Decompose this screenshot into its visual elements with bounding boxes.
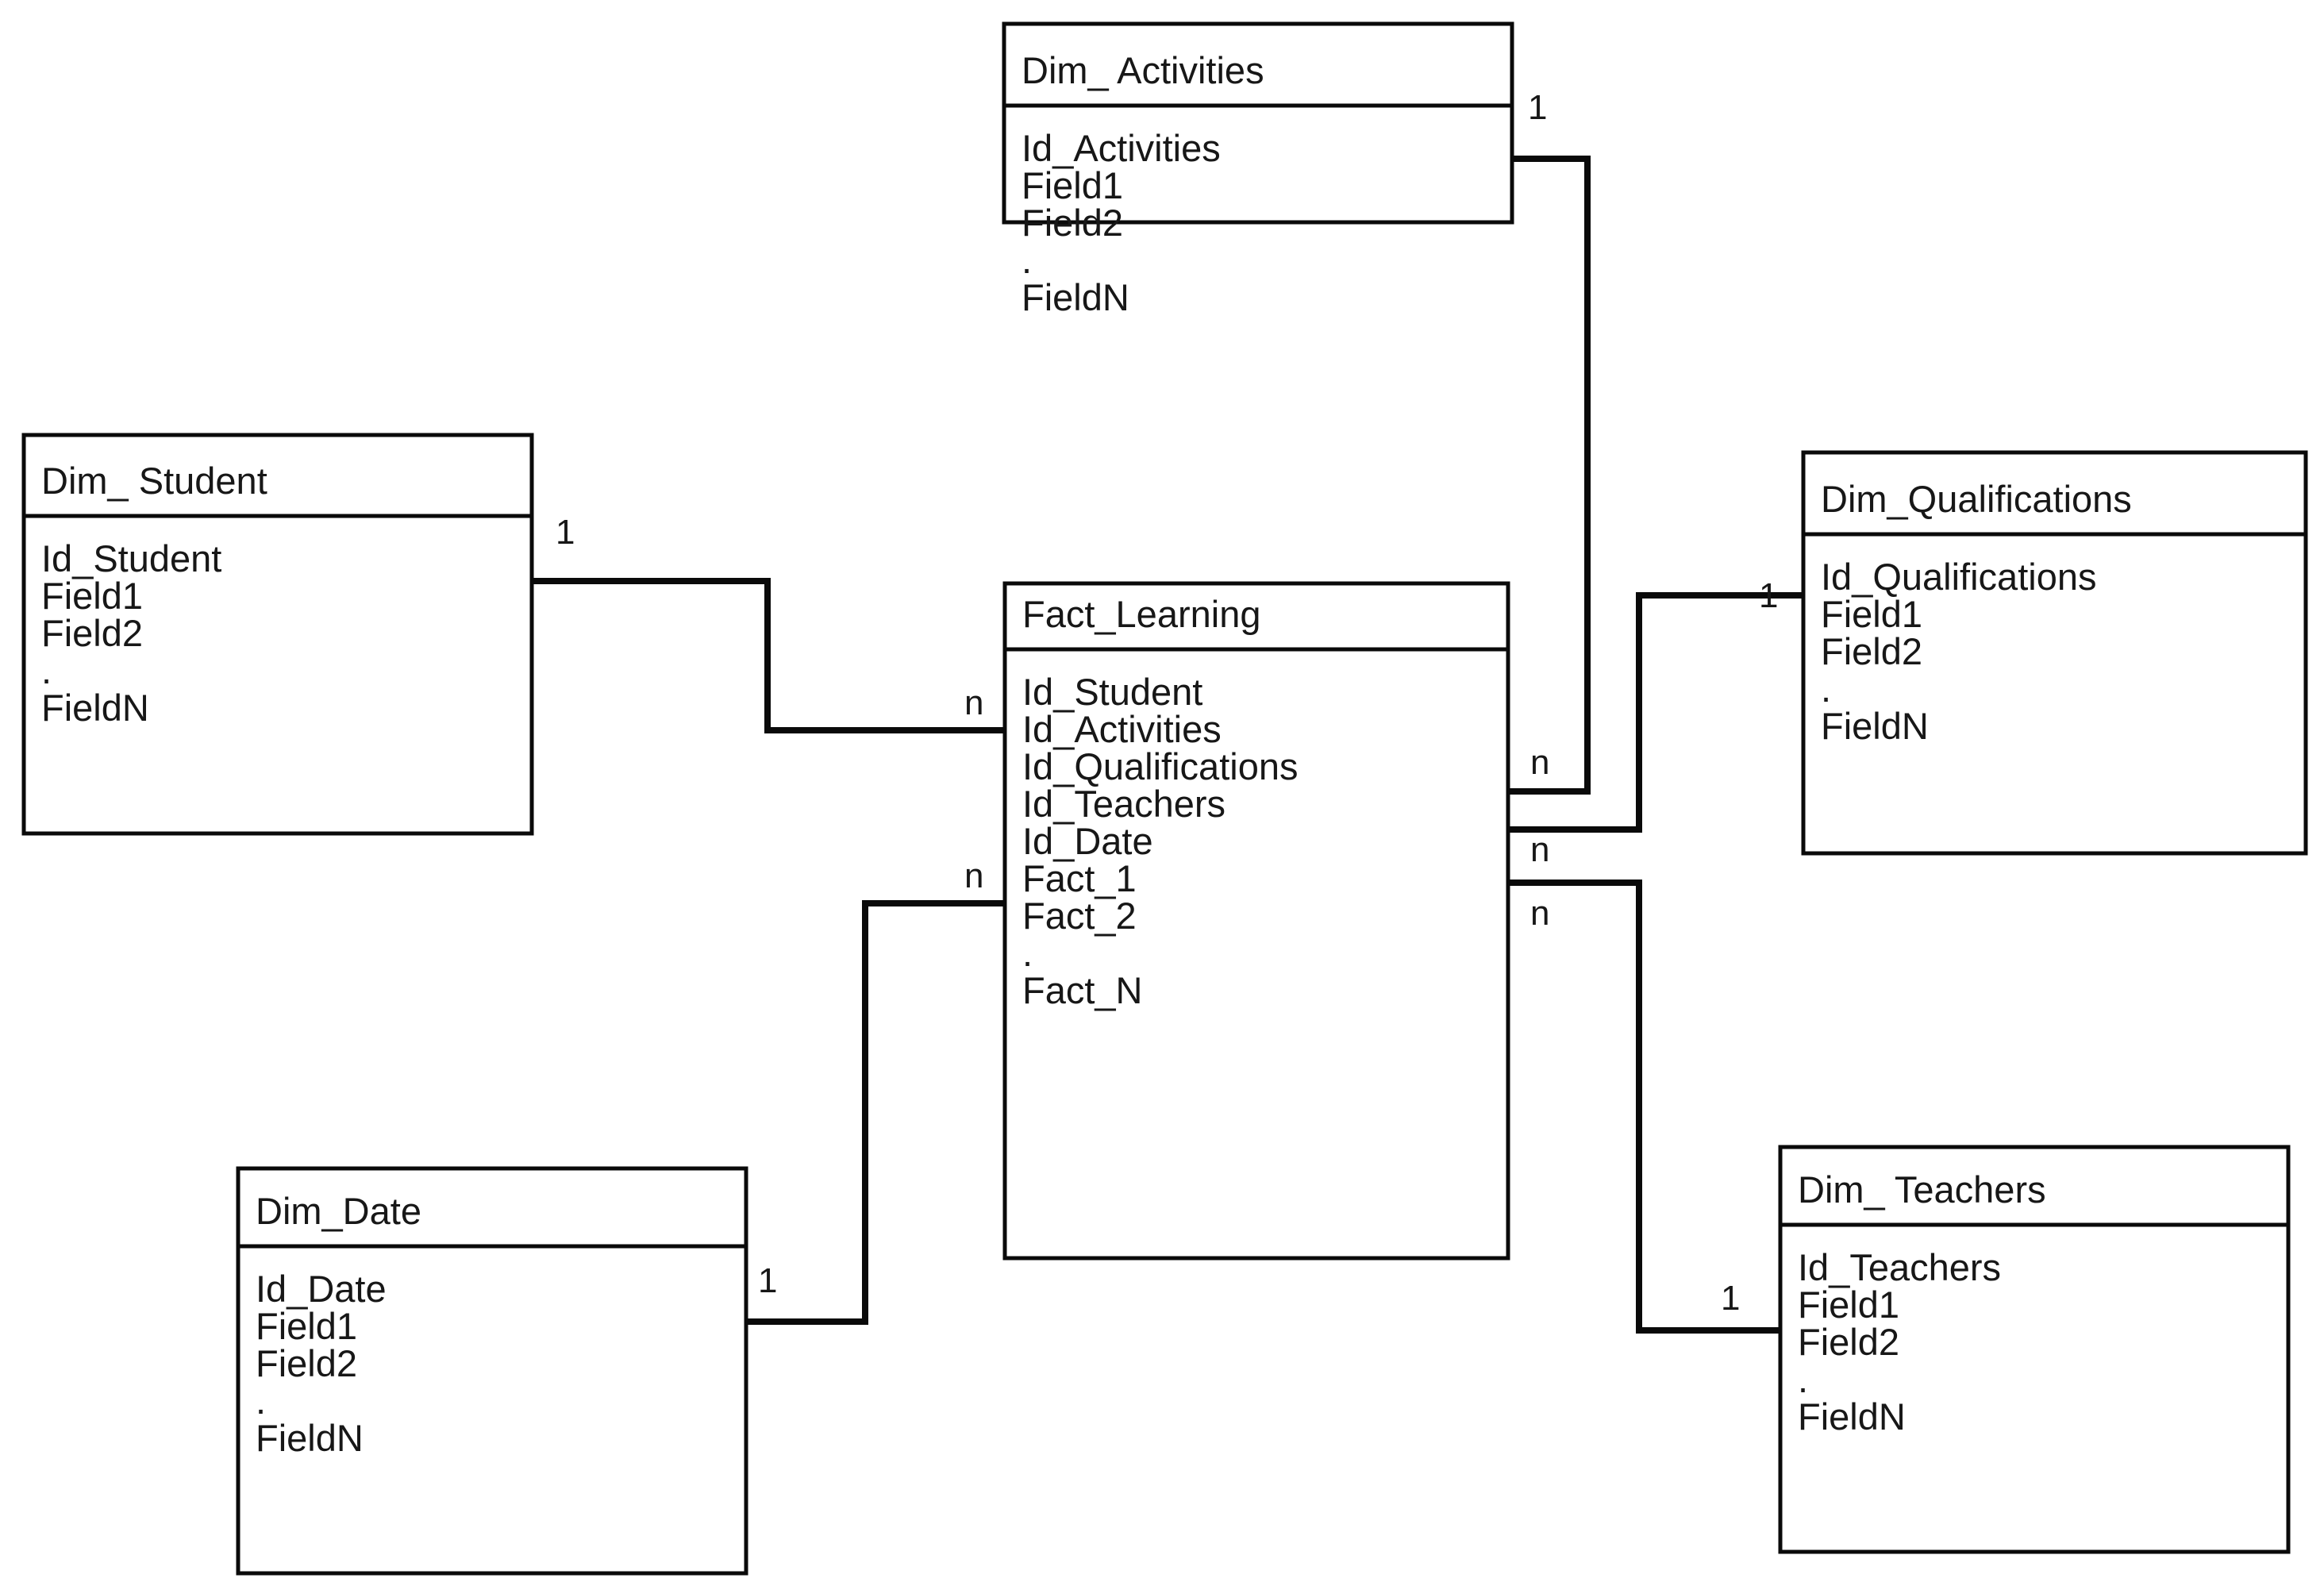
entity-field-fact_learning-2: Id_Qualifications (1022, 745, 1298, 787)
entity-title-dim_activities: Dim_ Activities (1022, 49, 1264, 91)
entity-field-fact_learning-0: Id_Student (1022, 671, 1202, 713)
entity-field-dim_student-1: Field1 (41, 575, 143, 617)
entity-title-dim_date: Dim_Date (256, 1190, 421, 1232)
relationship-connector-dim_student-to-fact_learning (532, 578, 1005, 733)
entity-field-dim_teachers-1: Field1 (1798, 1284, 1899, 1326)
entity-field-dim_date-1: Field1 (256, 1305, 357, 1347)
entity-field-dim_activities-1: Field1 (1022, 164, 1123, 206)
cardinality-label-rel-student-fact-from: 1 (556, 513, 575, 552)
relationship-connector-dim_qualifications-to-fact_learning (1508, 592, 1803, 833)
cardinality-label-rel-activities-fact-from: 1 (1528, 88, 1547, 127)
entity-field-fact_learning-3: Id_Teachers (1022, 783, 1225, 825)
cardinality-layer: 1 n 1 n 1 n 1 n 1 n (556, 88, 1778, 1318)
entity-field-dim_qualifications-3: . (1821, 668, 1831, 710)
entity-field-dim_teachers-4: FieldN (1798, 1395, 1906, 1438)
entity-field-dim_activities-0: Id_Activities (1022, 127, 1221, 169)
entity-box-outline-dim_qualifications (1801, 450, 2308, 856)
entity-field-dim_teachers-2: Field2 (1798, 1321, 1899, 1363)
entity-fact_learning[interactable]: Fact_LearningId_StudentId_ActivitiesId_Q… (1002, 581, 1510, 1261)
entity-title-dim_student: Dim_ Student (41, 460, 267, 502)
cardinality-label-rel-qualifications-fact-to: n (1530, 830, 1549, 869)
entity-field-dim_date-4: FieldN (256, 1417, 364, 1459)
entity-box-outline-dim_student (21, 433, 534, 836)
entity-dim_student[interactable]: Dim_ StudentId_StudentField1Field2.Field… (21, 433, 534, 836)
entity-title-dim_qualifications: Dim_Qualifications (1821, 478, 2132, 520)
relationship-connector-dim_date-to-fact_learning (746, 900, 1005, 1325)
entity-title-fact_learning: Fact_Learning (1022, 593, 1260, 635)
cardinality-label-rel-teachers-fact-to: n (1530, 894, 1549, 933)
entity-field-dim_qualifications-2: Field2 (1821, 630, 1922, 672)
entity-field-dim_qualifications-4: FieldN (1821, 705, 1929, 747)
entity-field-dim_date-3: . (256, 1380, 266, 1422)
entity-field-fact_learning-1: Id_Activities (1022, 708, 1222, 750)
entity-field-dim_activities-2: Field2 (1022, 202, 1123, 244)
entity-field-dim_date-0: Id_Date (256, 1268, 387, 1310)
entity-field-dim_teachers-0: Id_Teachers (1798, 1246, 2001, 1288)
cardinality-label-rel-activities-fact-to: n (1530, 743, 1549, 782)
relationship-connector-dim_activities-to-fact_learning (1508, 156, 1591, 795)
entity-field-fact_learning-5: Fact_1 (1022, 857, 1137, 899)
entity-dim_qualifications[interactable]: Dim_QualificationsId_QualificationsField… (1801, 450, 2308, 856)
cardinality-label-rel-teachers-fact-from: 1 (1721, 1279, 1740, 1318)
cardinality-label-rel-date-fact-from: 1 (758, 1261, 777, 1300)
entity-field-dim_student-0: Id_Student (41, 537, 221, 579)
relationship-layer (532, 156, 1803, 1334)
entity-field-dim_activities-3: . (1022, 239, 1032, 281)
entity-field-dim_activities-4: FieldN (1022, 276, 1129, 318)
entity-field-fact_learning-6: Fact_2 (1022, 895, 1137, 937)
entity-field-dim_student-4: FieldN (41, 687, 149, 729)
entity-field-dim_teachers-3: . (1798, 1358, 1808, 1400)
entity-box-outline-fact_learning (1002, 581, 1510, 1261)
entity-field-fact_learning-7: . (1022, 932, 1033, 974)
entity-field-fact_learning-8: Fact_N (1022, 969, 1143, 1011)
entity-field-dim_qualifications-0: Id_Qualifications (1821, 556, 2096, 598)
cardinality-label-rel-student-fact-to: n (964, 683, 983, 722)
entity-field-dim_qualifications-1: Field1 (1821, 593, 1922, 635)
entity-dim_activities[interactable]: Dim_ ActivitiesId_ActivitiesField1Field2… (1002, 21, 1514, 318)
relationship-connector-dim_teachers-to-fact_learning (1508, 880, 1780, 1334)
entity-field-dim_student-3: . (41, 649, 52, 691)
cardinality-label-rel-qualifications-fact-from: 1 (1759, 576, 1778, 615)
entity-title-dim_teachers: Dim_ Teachers (1798, 1168, 2046, 1211)
entity-box-outline-dim_teachers (1778, 1145, 2291, 1554)
entity-layer: Dim_ ActivitiesId_ActivitiesField1Field2… (21, 21, 2308, 1576)
entity-dim_teachers[interactable]: Dim_ TeachersId_TeachersField1Field2.Fie… (1778, 1145, 2291, 1554)
entity-box-outline-dim_date (236, 1166, 748, 1576)
entity-field-dim_date-2: Field2 (256, 1342, 357, 1384)
entity-box-outline-dim_activities (1002, 21, 1514, 225)
entity-field-dim_student-2: Field2 (41, 612, 143, 654)
cardinality-label-rel-date-fact-to: n (964, 856, 983, 895)
entity-field-fact_learning-4: Id_Date (1022, 820, 1153, 862)
